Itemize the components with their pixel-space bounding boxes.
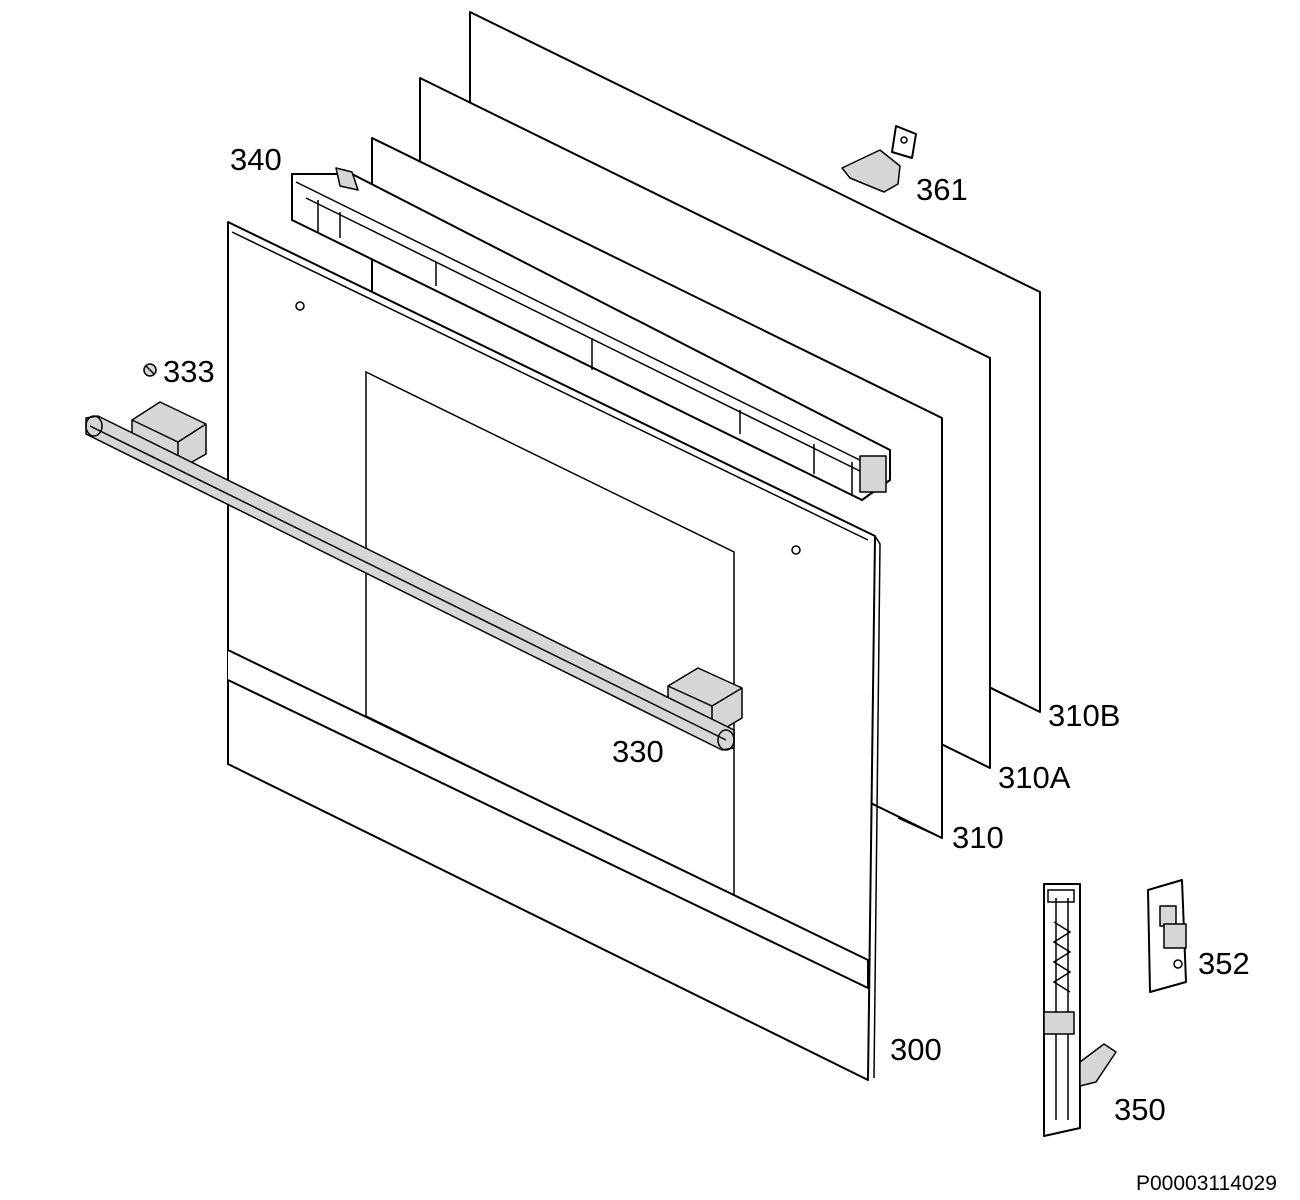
- label-300: 300: [890, 1032, 942, 1067]
- hinge-receiver-352: [1147, 879, 1187, 993]
- label-350: 350: [1114, 1092, 1166, 1127]
- screw-333: [143, 363, 157, 377]
- label-352: 352: [1198, 946, 1250, 981]
- label-330: 330: [612, 734, 664, 769]
- label-310: 310: [952, 820, 1004, 855]
- drawing-code: P00003114029: [1136, 1172, 1277, 1195]
- label-310a: 310A: [998, 760, 1071, 795]
- hinge-350: [1043, 883, 1117, 1137]
- label-361: 361: [916, 172, 968, 207]
- label-340: 340: [230, 142, 282, 177]
- label-310b: 310B: [1048, 698, 1120, 733]
- clip-361: [841, 125, 917, 193]
- handle-330: [85, 401, 743, 751]
- label-333: 333: [163, 354, 215, 389]
- top-trim-340: [291, 167, 891, 501]
